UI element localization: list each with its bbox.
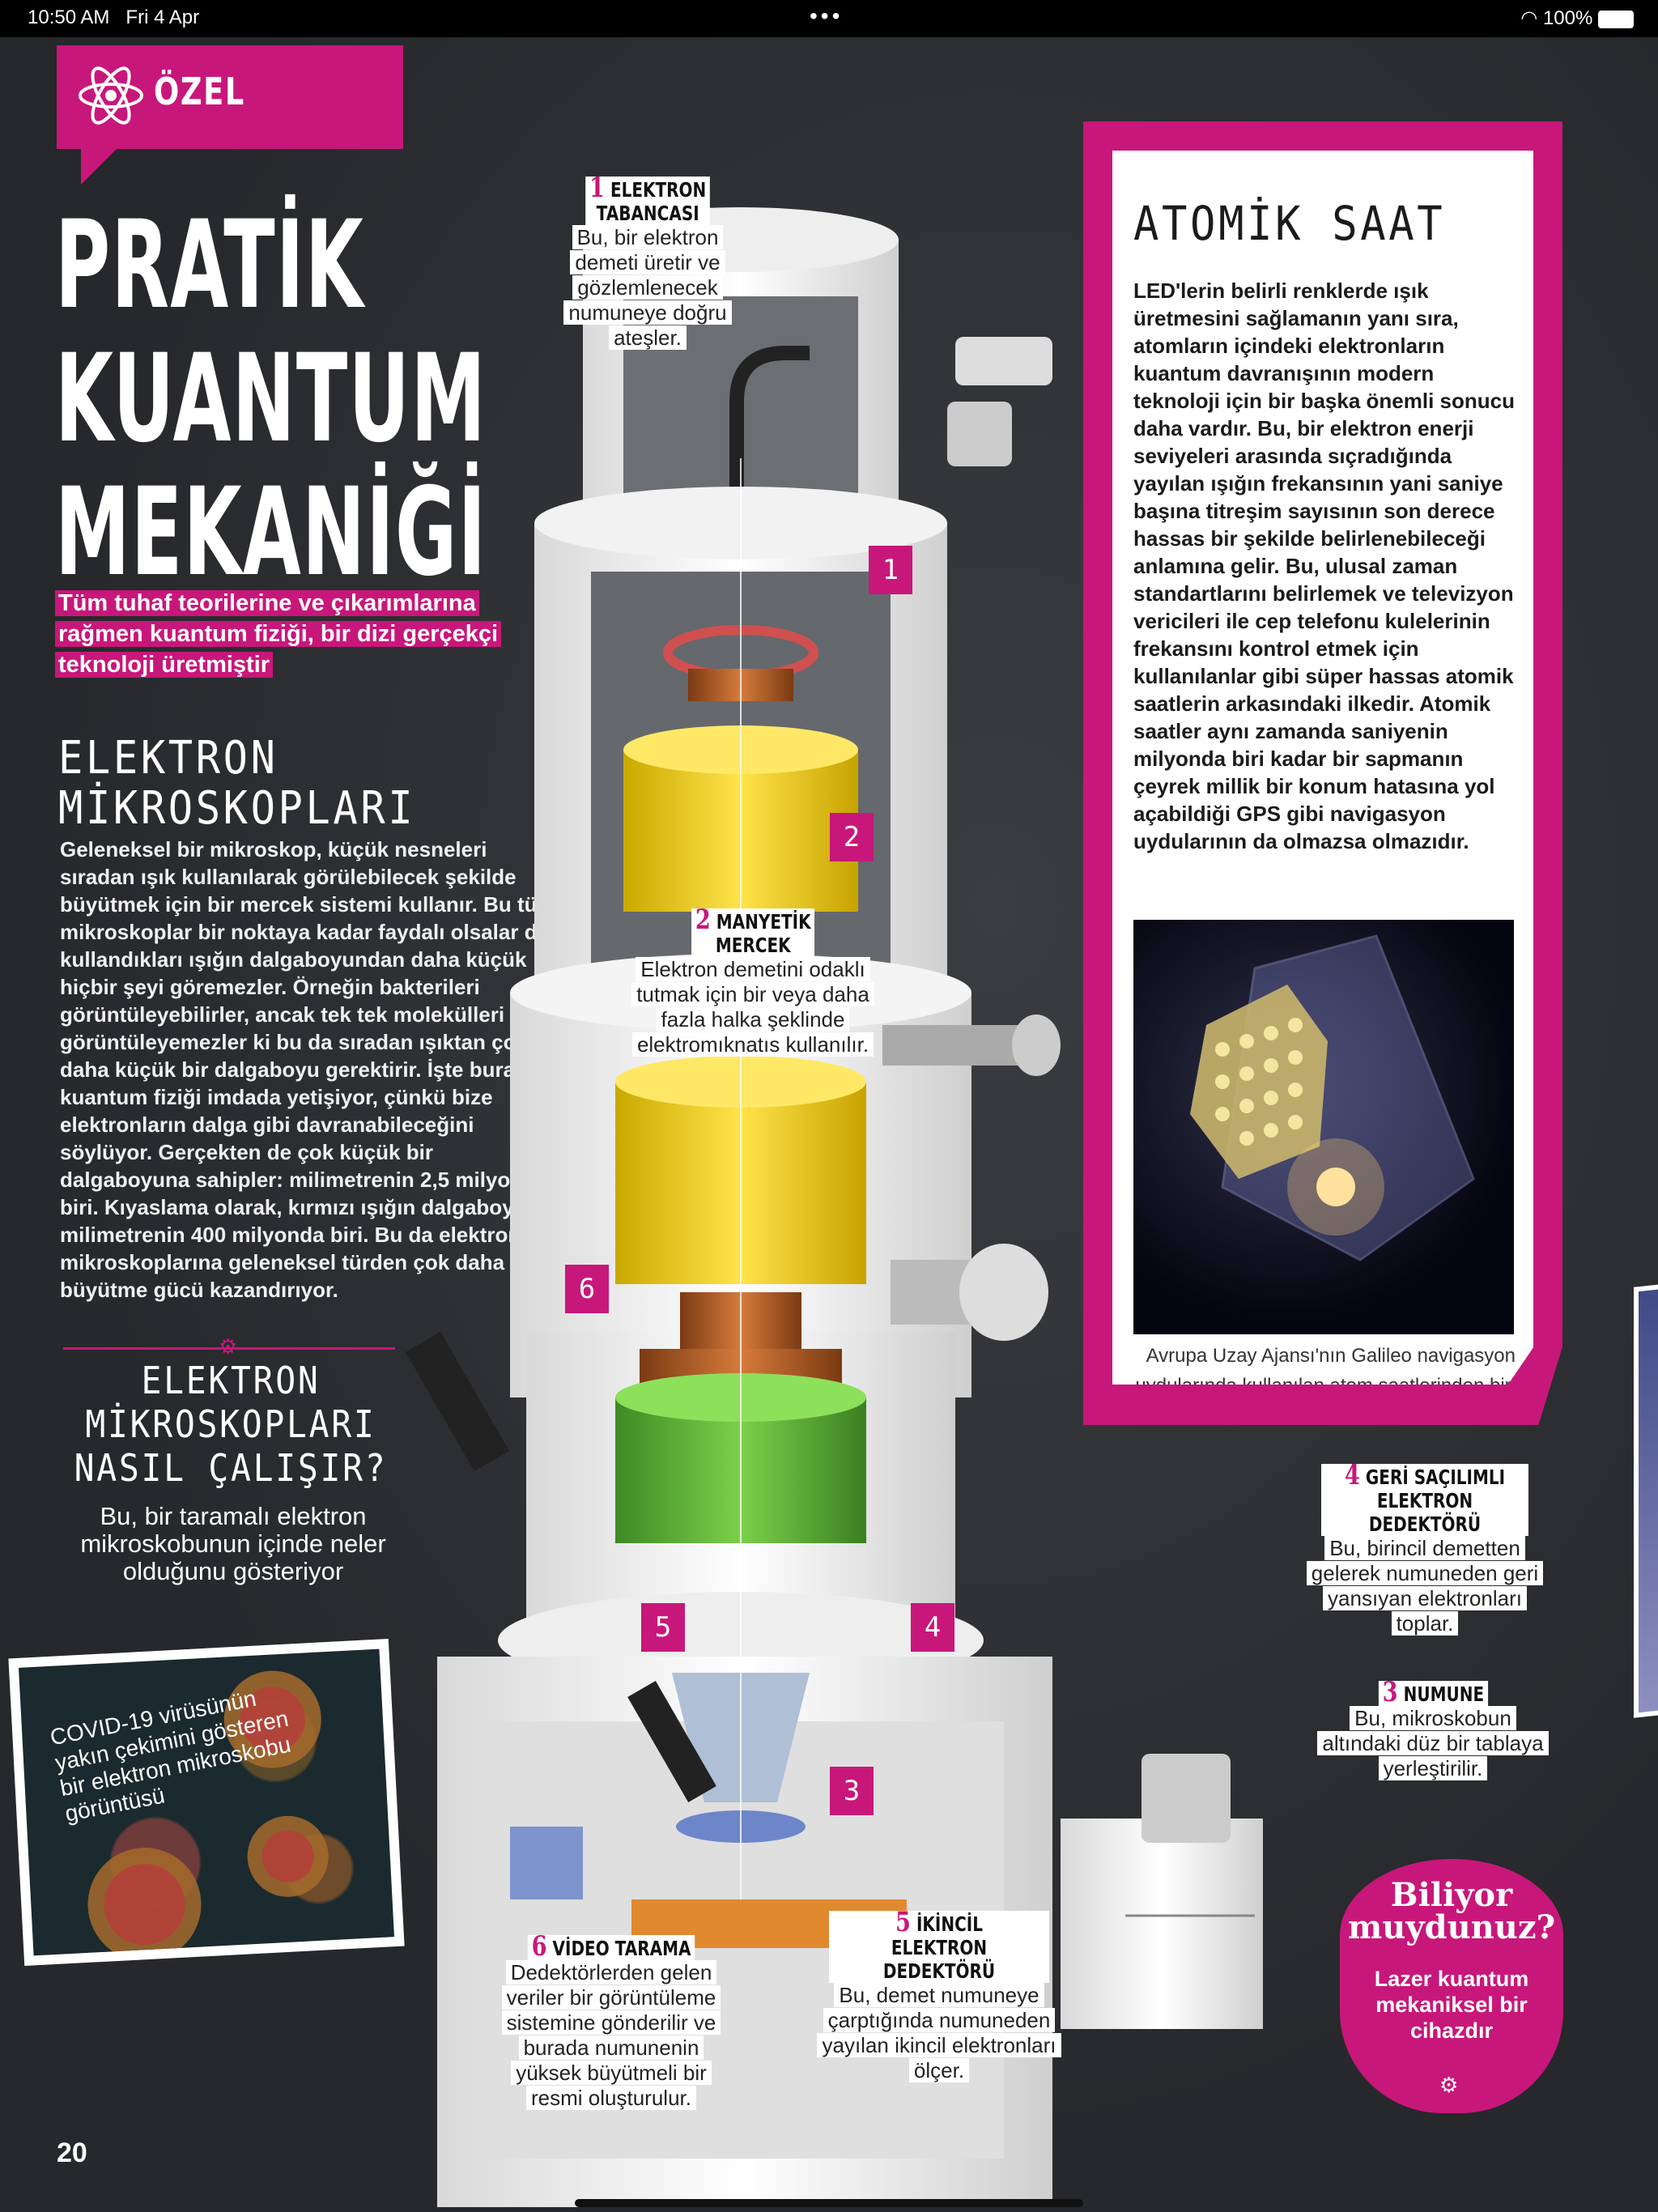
- section-divider: [63, 1347, 395, 1350]
- marker-2: 2: [830, 813, 874, 861]
- atom-icon: [79, 66, 143, 125]
- page-number: 20: [57, 2138, 87, 2168]
- multitask-dots[interactable]: •••: [810, 3, 844, 28]
- section-tag-label: ÖZEL: [154, 70, 245, 113]
- atomic-clock-body: LED'lerin belirli renklerde ışık üretmes…: [1133, 279, 1515, 853]
- magazine-page: ÖZEL PRATİK KUANTUM MEKANİĞİ Tüm tuhaf t…: [0, 37, 1658, 2212]
- microscopes-body: Geleneksel bir mikroskop, küçük nesneler…: [60, 837, 558, 1302]
- title-line-1: PRATİK: [55, 195, 365, 336]
- marker-4: 4: [911, 1603, 954, 1652]
- page-title: PRATİK KUANTUM MEKANİĞİ: [55, 199, 487, 600]
- atomic-clock-device: [1190, 934, 1475, 1261]
- diagram-subheading: Bu, bir taramalı elektron mikroskobunun …: [80, 1502, 386, 1585]
- status-bar: 10:50 AM Fri 4 Apr ••• ◠ 100%: [0, 0, 1658, 37]
- home-indicator[interactable]: [575, 2199, 1083, 2207]
- did-you-know-badge: [1340, 1859, 1563, 2113]
- wifi-icon: ◠: [1520, 7, 1538, 29]
- galileo-caption: Avrupa Uzay Ajansı'nın Galileo navigasyo…: [1135, 1345, 1516, 1385]
- marker-1: 1: [869, 546, 912, 594]
- battery-indicator: ◠ 100%: [1520, 6, 1634, 30]
- title-line-2: KUANTUM: [55, 329, 487, 470]
- marker-5: 5: [641, 1603, 685, 1652]
- covid-photo: COVID-19 virüsünün yakın çekimini göster…: [8, 1638, 405, 1967]
- atomic-clock-panel: ATOMİK SAAT LED'lerin belirli renklerde …: [1112, 151, 1533, 1385]
- adjacent-page-photo: [1634, 1281, 1658, 1718]
- callout-video-scan: 6 VİDEO TARAMA Dedektörlerden gelen veri…: [486, 1933, 737, 2111]
- atomic-clock-title: ATOMİK SAAT: [1133, 196, 1446, 251]
- gear-icon: ⚙: [1439, 2073, 1459, 2097]
- virus-particles: [87, 1670, 329, 1956]
- did-you-know-body: Lazer kuantum mekaniksel bir cihazdır: [1374, 1967, 1529, 2043]
- gear-icon: ⚙: [219, 1334, 238, 1359]
- callout-sample: 3 NUMUNE Bu, mikroskobun altındaki düz b…: [1303, 1678, 1562, 1781]
- marker-6: 6: [565, 1265, 609, 1313]
- title-line-3: MEKANİĞİ: [55, 462, 487, 603]
- covid-image: COVID-19 virüsünün yakın çekimini göster…: [18, 1648, 395, 1956]
- section-heading-microscopes: ELEKTRON MİKROSKOPLARI: [58, 732, 416, 835]
- microscope-illustration: [405, 207, 1263, 2207]
- status-time: 10:50 AM Fri 4 Apr: [28, 6, 200, 28]
- battery-icon: [1598, 10, 1634, 28]
- diagram-heading: ELEKTRON MİKROSKOPLARI NASIL ÇALIŞIR?: [74, 1359, 388, 1490]
- galileo-clock-image: [1133, 920, 1514, 1334]
- standfirst: Tüm tuhaf teorilerine ve çıkarımlarına r…: [55, 588, 557, 680]
- section-tag-tail: [81, 149, 117, 185]
- marker-3: 3: [830, 1767, 874, 1815]
- did-you-know-title: Biliyor muydunuz?: [1347, 1876, 1555, 1946]
